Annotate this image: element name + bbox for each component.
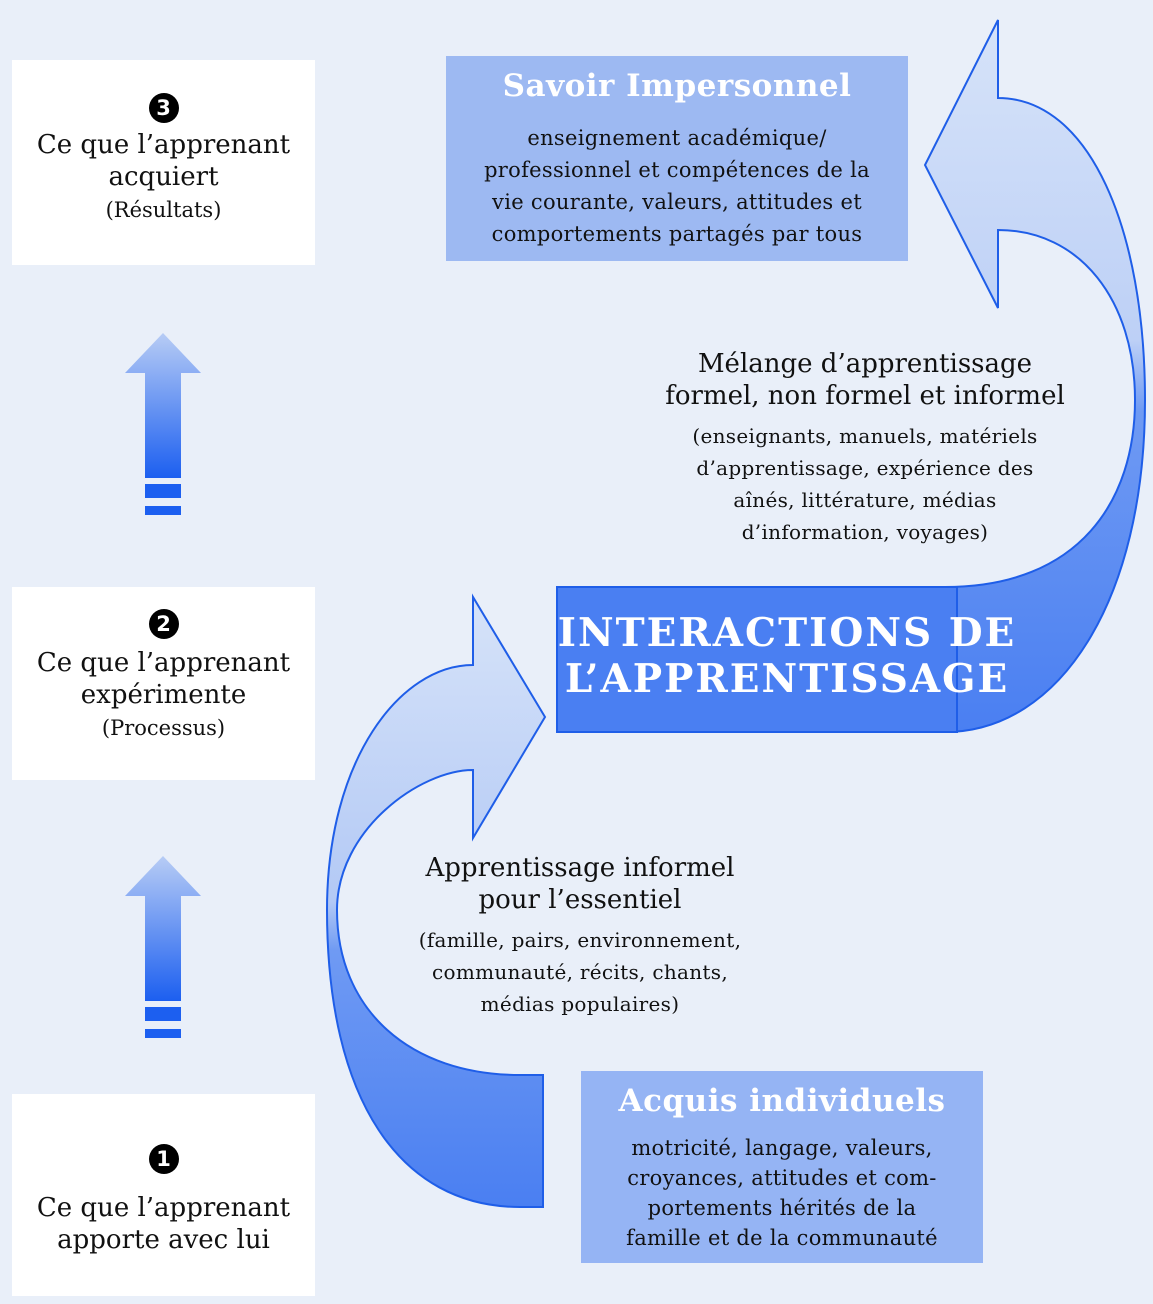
step-1-line1: Ce que l’apprenant bbox=[36, 1193, 291, 1223]
melange-detail: d’apprentissage, expérience des bbox=[696, 456, 1034, 480]
up-arrow-lower bbox=[125, 856, 201, 1038]
informel-note: Apprentissage informel pour l’essentiel … bbox=[375, 852, 785, 1020]
acquis-line: portements hérités de la bbox=[647, 1196, 917, 1220]
acquis-line: famille et de la communauté bbox=[626, 1226, 938, 1250]
step-3-number-badge: 3 bbox=[148, 93, 179, 123]
step-2-number-badge: 2 bbox=[148, 609, 179, 639]
lower-curved-arrow bbox=[325, 593, 547, 1208]
step-3-box: 3 Ce que l’apprenant acquiert (Résultats… bbox=[12, 60, 315, 265]
melange-line: formel, non formel et informel bbox=[665, 381, 1065, 411]
interactions-line2: L’APPRENTISSAGE bbox=[564, 656, 1010, 702]
savoir-title: Savoir Impersonnel bbox=[502, 68, 852, 104]
savoir-line: enseignement académique/ bbox=[527, 126, 827, 150]
upper-curved-arrow bbox=[556, 19, 1147, 733]
savoir-line: vie courante, valeurs, attitudes et bbox=[492, 190, 862, 214]
interactions-line1: INTERACTIONS DE bbox=[557, 610, 1017, 656]
acquis-title: Acquis individuels bbox=[618, 1083, 946, 1119]
step-3-line2: acquiert bbox=[108, 162, 219, 192]
step-2-box: 2 Ce que l’apprenant expérimente (Proces… bbox=[12, 587, 315, 780]
informel-detail: communauté, récits, chants, bbox=[432, 960, 728, 984]
melange-detail: (enseignants, manuels, matériels bbox=[692, 424, 1038, 448]
step-2-line1: Ce que l’apprenant bbox=[36, 648, 291, 678]
melange-line: Mélange d’apprentissage bbox=[697, 349, 1033, 379]
interactions-title: INTERACTIONS DE L’APPRENTISSAGE bbox=[557, 610, 1017, 702]
informel-detail: médias populaires) bbox=[480, 992, 680, 1016]
savoir-impersonnel-panel: Savoir Impersonnel enseignement académiq… bbox=[446, 56, 908, 261]
acquis-line: motricité, langage, valeurs, bbox=[631, 1136, 933, 1160]
informel-line: pour l’essentiel bbox=[478, 885, 682, 915]
savoir-line: professionnel et compétences de la bbox=[484, 158, 870, 182]
step-3-sub: (Résultats) bbox=[105, 198, 222, 222]
step-1-line2: apporte avec lui bbox=[57, 1225, 270, 1255]
step-3-line1: Ce que l’apprenant bbox=[36, 130, 291, 160]
step-2-sub: (Processus) bbox=[101, 716, 226, 740]
step-1-box: 1 Ce que l’apprenant apporte avec lui bbox=[12, 1094, 315, 1296]
melange-note: Mélange d’apprentissage formel, non form… bbox=[640, 348, 1090, 548]
informel-line: Apprentissage informel bbox=[425, 853, 735, 883]
acquis-individuels-panel: Acquis individuels motricité, langage, v… bbox=[581, 1071, 983, 1263]
savoir-line: comportements partagés par tous bbox=[491, 222, 863, 246]
step-2-line2: expérimente bbox=[80, 680, 247, 710]
melange-detail: d’information, voyages) bbox=[741, 520, 989, 544]
step-1-number-badge: 1 bbox=[148, 1144, 179, 1174]
up-arrow-upper bbox=[125, 333, 201, 515]
informel-detail: (famille, pairs, environnement, bbox=[418, 928, 742, 952]
acquis-line: croyances, attitudes et com- bbox=[627, 1166, 937, 1190]
melange-detail: aînés, littérature, médias bbox=[733, 488, 997, 512]
